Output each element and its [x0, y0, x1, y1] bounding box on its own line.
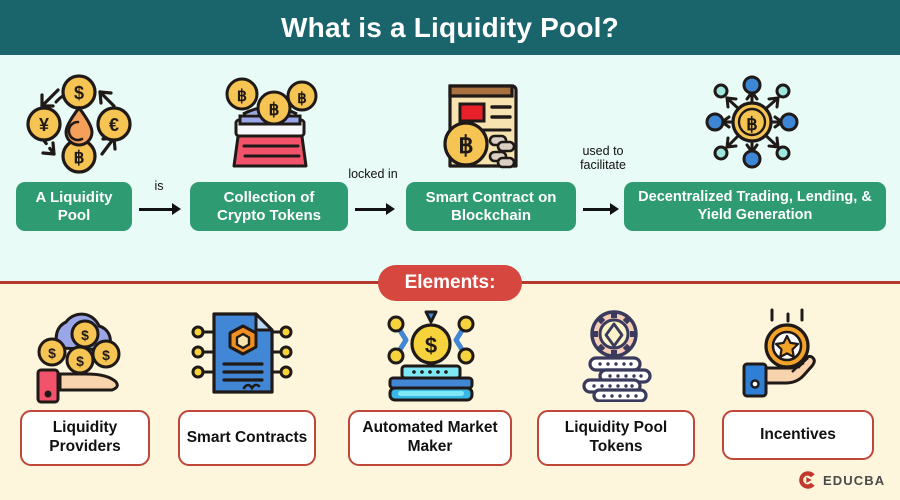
educba-play-mark-icon [799, 471, 815, 489]
flow-box-label: Smart Contract on Blockchain [425, 188, 557, 224]
connector-label-used-to-facilitate: used to facilitate [580, 144, 626, 172]
currency-exchange-icon: $ ¥ € ฿ [22, 72, 137, 182]
elements-banner-label: Elements: [404, 272, 496, 293]
svg-text:$: $ [74, 83, 84, 103]
flow-box-decentralized-trading[interactable]: Decentralized Trading, Lending, & Yield … [624, 182, 886, 231]
flow-box-label: Decentralized Trading, Lending, & Yield … [638, 189, 872, 223]
element-card-smart-contracts[interactable]: Smart Contracts [178, 410, 316, 466]
crypto-token-box-icon: ฿ ฿ ฿ [218, 72, 322, 177]
element-card-label: Liquidity Pool Tokens [564, 419, 668, 455]
flow-box-label: A Liquidity Pool [35, 188, 113, 224]
educba-brand-name: EDUCBA [823, 472, 886, 488]
svg-text:€: € [109, 115, 119, 135]
svg-text:$: $ [102, 347, 110, 363]
svg-text:฿: ฿ [74, 148, 85, 167]
svg-text:¥: ¥ [39, 115, 49, 135]
svg-text:฿: ฿ [237, 88, 247, 105]
elements-banner: Elements: [378, 265, 522, 301]
robot-arms-coin-icon: $ [380, 308, 482, 409]
connector-label-locked-in: locked in [348, 167, 398, 181]
element-card-incentives[interactable]: Incentives [722, 410, 874, 460]
element-card-label: Liquidity Providers [49, 419, 121, 455]
flow-box-smart-contract[interactable]: Smart Contract on Blockchain [406, 182, 576, 231]
svg-text:฿: ฿ [297, 90, 307, 107]
arrow-right-icon [355, 199, 395, 219]
hand-with-coins-cloud-icon: $ $ $ $ [30, 308, 128, 409]
svg-text:$: $ [425, 333, 437, 358]
arrow-right-icon [139, 199, 181, 219]
stacked-ethereum-coins-icon [568, 310, 660, 407]
svg-text:฿: ฿ [458, 132, 473, 159]
flow-box-crypto-tokens[interactable]: Collection of Crypto Tokens [190, 182, 348, 231]
page-title: What is a Liquidity Pool? [281, 11, 619, 43]
header-bar: What is a Liquidity Pool? [0, 0, 900, 55]
flow-box-label: Collection of Crypto Tokens [217, 188, 321, 224]
arrow-right-icon [583, 199, 619, 219]
svg-text:$: $ [81, 327, 89, 343]
element-card-liquidity-providers[interactable]: Liquidity Providers [20, 410, 150, 466]
hand-with-star-coin-icon [740, 306, 840, 407]
element-card-automated-market-maker[interactable]: Automated Market Maker [348, 410, 512, 466]
svg-text:$: $ [76, 353, 84, 369]
element-card-label: Incentives [760, 425, 836, 443]
flow-box-liquidity-pool[interactable]: A Liquidity Pool [16, 182, 132, 231]
element-card-label: Automated Market Maker [362, 419, 498, 455]
smart-contract-document-icon: ฿ [438, 72, 530, 177]
element-card-liquidity-pool-tokens[interactable]: Liquidity Pool Tokens [537, 410, 695, 466]
contract-chip-document-icon [190, 306, 294, 407]
educba-logo: EDUCBA [798, 470, 885, 490]
svg-text:$: $ [48, 345, 56, 361]
element-card-label: Smart Contracts [186, 428, 308, 446]
decentralized-network-icon: ฿ [702, 72, 802, 177]
connector-label-is: is [154, 179, 164, 193]
svg-text:฿: ฿ [746, 114, 757, 134]
svg-text:฿: ฿ [269, 100, 280, 119]
